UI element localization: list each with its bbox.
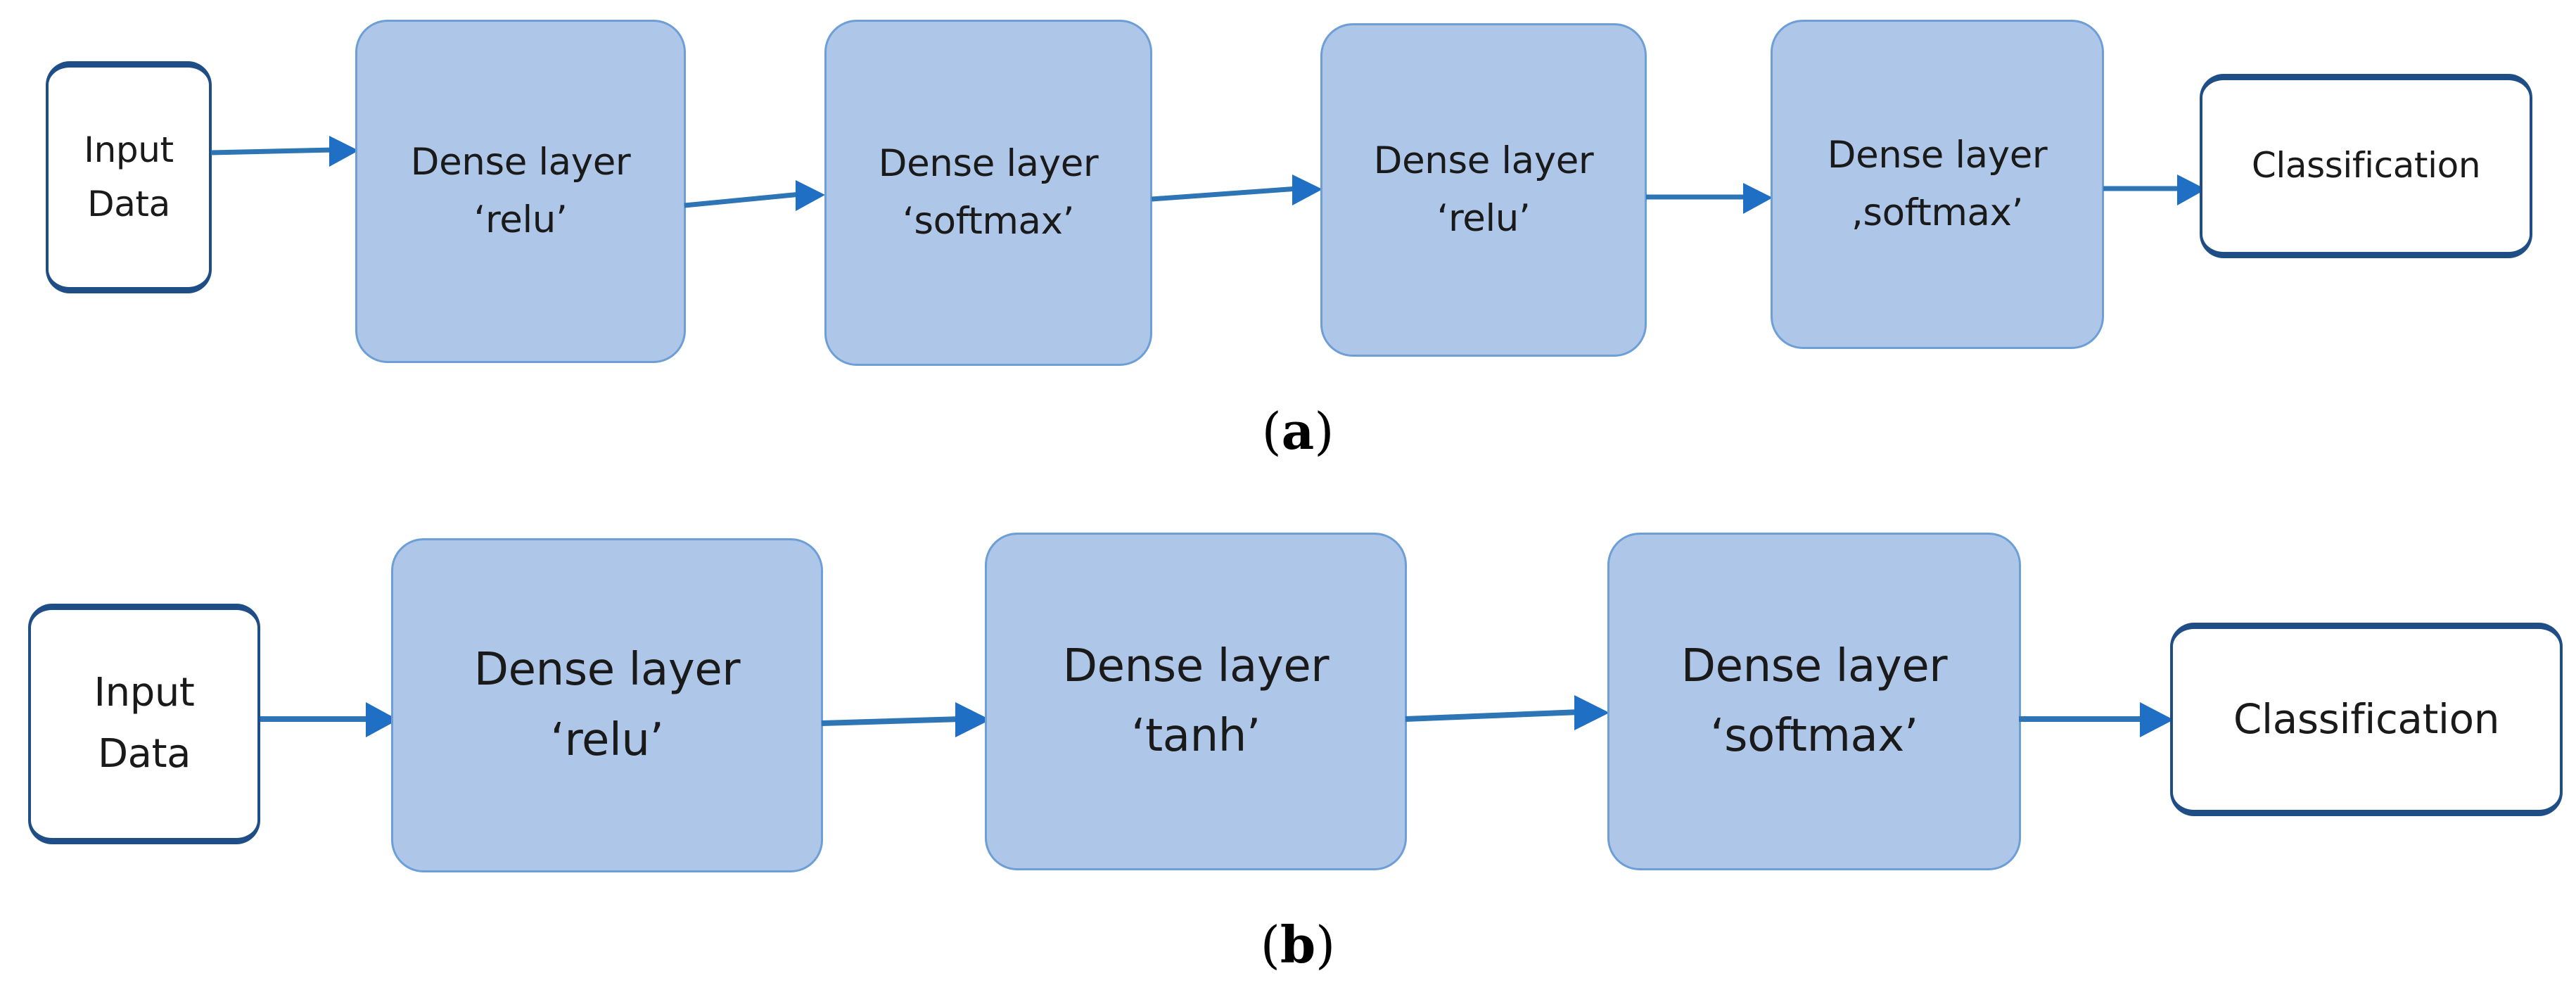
node-a-input-data: Input Data	[46, 61, 212, 293]
node-label-line2: ‘tanh’	[1131, 710, 1261, 762]
arrow-a-dense1-to-dense2	[684, 180, 825, 211]
node-label-line1: Classification	[2251, 145, 2481, 186]
node-b-dense-tanh: Dense layer ‘tanh’	[985, 533, 1407, 870]
node-a-dense-relu-2: Dense layer ‘relu’	[1320, 23, 1647, 357]
arrow-b-dense3-to-classification	[2019, 702, 2174, 737]
node-label-line1: Dense layer	[410, 140, 631, 184]
node-b-classification: Classification	[2170, 623, 2563, 816]
node-label-line2: ‘relu’	[473, 198, 568, 241]
node-b-input-data: Input Data	[28, 604, 260, 844]
node-b-dense-relu: Dense layer ‘relu’	[391, 538, 823, 872]
arrow-a-input-to-dense1	[210, 136, 359, 167]
node-a-dense-softmax-1: Dense layer ‘softmax’	[824, 20, 1152, 366]
node-a-dense-relu-1: Dense layer ‘relu’	[355, 20, 686, 363]
caption-subfigure-b: (b)	[1182, 915, 1414, 974]
node-label-line1: Dense layer	[473, 644, 741, 697]
node-label-line1: Dense layer	[1062, 640, 1330, 692]
node-label-line1: Dense layer	[1827, 133, 2048, 177]
node-label-line2: ,softmax’	[1851, 191, 2024, 234]
node-label-line1: Input	[84, 129, 174, 170]
arrow-b-dense1-to-dense2	[821, 702, 990, 737]
caption-paren-close: )	[1315, 915, 1336, 974]
node-label-line2: Data	[97, 731, 191, 777]
node-a-classification: Classification	[2200, 74, 2532, 258]
node-label-line2: ‘relu’	[550, 713, 664, 766]
node-label-line1: Dense layer	[878, 141, 1099, 185]
arrow-b-input-to-dense1	[260, 702, 398, 737]
node-label-line1: Classification	[2233, 694, 2500, 743]
caption-paren-close: )	[1314, 402, 1334, 461]
node-label-line2: Data	[87, 184, 170, 224]
caption-subfigure-a: (a)	[1182, 401, 1414, 461]
caption-paren-open: (	[1261, 402, 1282, 461]
caption-letter: b	[1280, 915, 1316, 974]
caption-letter: a	[1281, 401, 1315, 461]
node-label-line1: Dense layer	[1681, 640, 1948, 692]
node-label-line2: ‘softmax’	[1710, 710, 1918, 762]
arrow-b-dense2-to-dense3	[1405, 695, 1609, 730]
node-label-line2: ‘relu’	[1436, 197, 1531, 240]
node-label-line1: Input	[94, 670, 195, 716]
arrow-a-dense3-to-dense4	[1646, 183, 1773, 214]
caption-paren-open: (	[1260, 915, 1280, 974]
node-label-line1: Dense layer	[1373, 139, 1594, 182]
node-b-dense-softmax: Dense layer ‘softmax’	[1607, 533, 2021, 870]
node-a-dense-softmax-2: Dense layer ,softmax’	[1771, 20, 2104, 349]
arrow-a-dense2-to-dense3	[1151, 174, 1322, 205]
node-label-line2: ‘softmax’	[902, 200, 1075, 243]
arrow-a-dense4-to-classification	[2103, 174, 2206, 205]
